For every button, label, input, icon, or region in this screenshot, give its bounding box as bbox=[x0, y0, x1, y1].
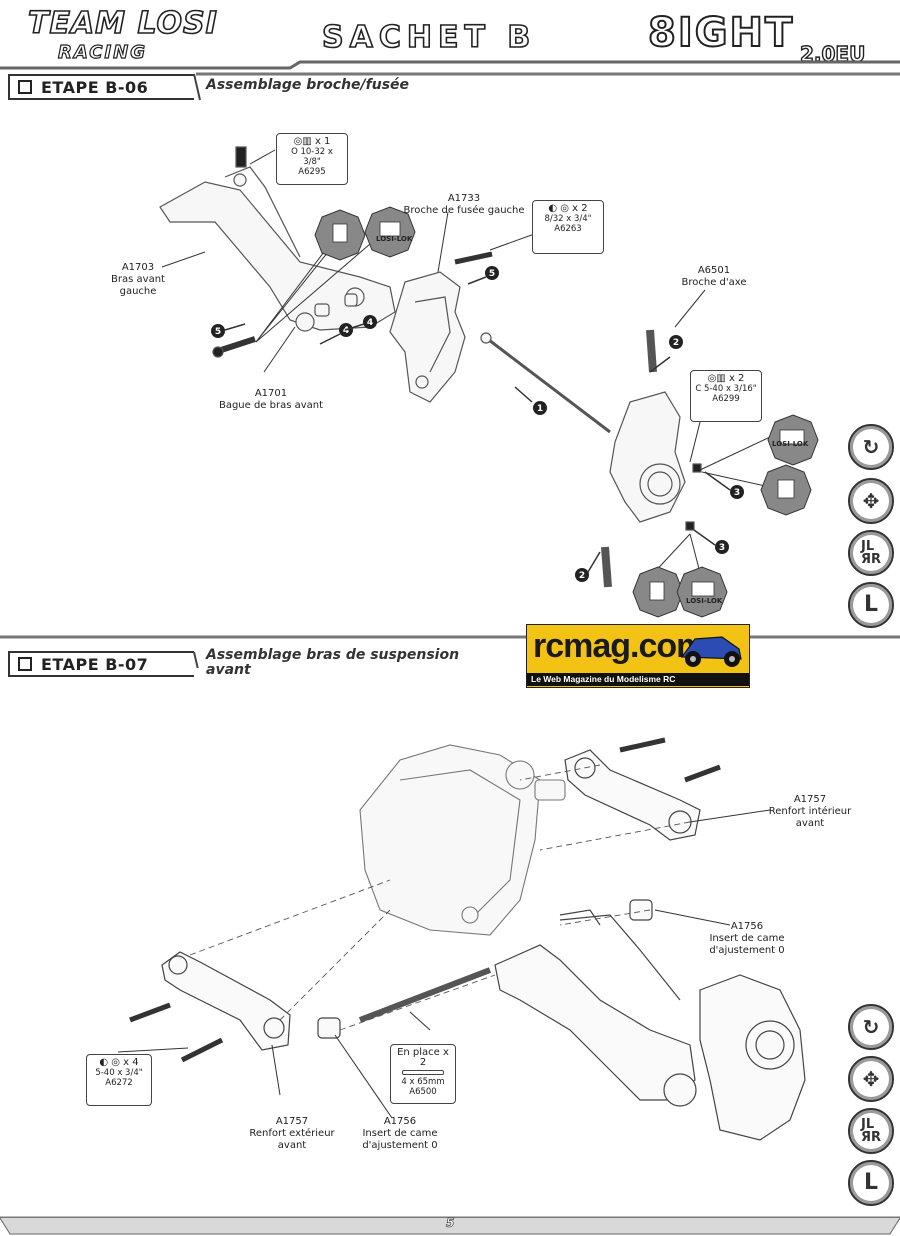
move-icon: ✥ bbox=[848, 1056, 894, 1102]
rcmag-tagline: Le Web Magazine du Modelisme RC bbox=[527, 673, 749, 686]
screw-icon: ◐ ◎ bbox=[99, 1057, 120, 1068]
rcmag-site: rcmag.com bbox=[533, 627, 706, 665]
losi-lok-label: LOSI-LOK bbox=[376, 235, 413, 243]
step-b07-description: Assemblage bras de suspension avant bbox=[206, 647, 460, 678]
step-b06-description: Assemblage broche/fusée bbox=[206, 77, 410, 93]
set-screw-icon: ◎▥ bbox=[707, 373, 726, 384]
footer-bar bbox=[0, 1216, 900, 1235]
left-icon: L bbox=[848, 582, 894, 628]
front-arm-a1703 bbox=[159, 181, 396, 331]
hinge-pin-a6500 bbox=[358, 967, 492, 1023]
label-a1757-outer: A1757 Renfort extérieur avant bbox=[249, 1116, 335, 1151]
pin-icon bbox=[402, 1070, 444, 1075]
hub-carrier bbox=[609, 391, 686, 523]
steering-rod bbox=[484, 335, 611, 434]
team-losi-logo: TEAM LOSI bbox=[27, 5, 218, 42]
cam-insert-right bbox=[629, 899, 653, 921]
eight-logo: 8IGHT bbox=[647, 9, 795, 57]
step-badge-5b: 5 bbox=[215, 327, 221, 337]
checkbox-icon bbox=[18, 657, 32, 671]
hardware-tag-a6500: En place x 2 4 x 65mm A6500 bbox=[390, 1044, 456, 1104]
checkbox-icon bbox=[18, 80, 32, 94]
step-b06-rule bbox=[193, 72, 900, 101]
hardware-tag-a6263: ◐ ◎ x 2 8/32 x 3/4" A6263 bbox=[532, 200, 604, 254]
step-b07-label: ETAPE B-07 bbox=[8, 651, 194, 677]
cam-insert-left bbox=[317, 1017, 341, 1039]
label-a1756-right: A1756 Insert de came d'ajustement 0 bbox=[709, 921, 785, 956]
rotate-icon: ↻ bbox=[848, 1004, 894, 1050]
washer-icon: ◎▥ bbox=[293, 136, 312, 147]
step-b06-label: ETAPE B-06 bbox=[8, 74, 194, 100]
axle-pin-bottom bbox=[601, 546, 612, 588]
step-badge-2: 2 bbox=[673, 338, 679, 348]
step-badge-4b: 4 bbox=[367, 318, 373, 328]
step-b06-title: ETAPE B-06 bbox=[41, 77, 149, 97]
front-gearbox bbox=[359, 744, 541, 936]
rotate-icon: ↻ bbox=[848, 424, 894, 470]
outer-brace-a1757 bbox=[161, 951, 291, 1051]
step-badge-2b: 2 bbox=[579, 571, 585, 581]
left-icon: L bbox=[848, 1160, 894, 1206]
step-badge-4: 4 bbox=[343, 326, 349, 336]
losi-lok-label: LOSI-LOK bbox=[772, 440, 809, 448]
arm-bushing bbox=[314, 303, 330, 317]
hardware-tag-a6272: ◐ ◎ x 4 5-40 x 3/4" A6272 bbox=[86, 1054, 152, 1106]
label-a1703: A1703 Bras avant gauche bbox=[111, 262, 165, 297]
losi-lok-label: LOSI-LOK bbox=[686, 597, 723, 605]
step-badge-3b: 3 bbox=[719, 543, 725, 553]
step-badge-3: 3 bbox=[734, 488, 740, 498]
inner-brace-a1757 bbox=[564, 749, 701, 841]
front-arm bbox=[494, 944, 696, 1101]
rc-car-icon bbox=[680, 636, 742, 667]
label-a1756-left: A1756 Insert de came d'ajustement 0 bbox=[362, 1116, 438, 1151]
label-a6501: A6501 Broche d'axe bbox=[681, 265, 747, 288]
racing-logo: RACING bbox=[57, 41, 147, 63]
label-a1733: A1733 Broche de fusée gauche bbox=[403, 193, 525, 216]
step-b07-rule bbox=[0, 635, 900, 668]
knuckle-assembly-diagram: 1 2 2 3 3 4 4 5 5 bbox=[159, 146, 819, 618]
axle-pin-top bbox=[646, 329, 657, 373]
step-badge-1: 1 bbox=[537, 404, 543, 414]
front-suspension-diagram bbox=[117, 737, 806, 1141]
header-rule bbox=[0, 60, 900, 70]
step-b07-title: ETAPE B-07 bbox=[41, 654, 149, 674]
hardware-tag-a6299: ◎▥ x 2 C 5-40 x 3/16" A6299 bbox=[690, 370, 762, 422]
screw-icon: ◐ ◎ bbox=[548, 203, 569, 214]
move-icon: ✥ bbox=[848, 478, 894, 524]
step-badge-5: 5 bbox=[489, 269, 495, 279]
label-a1701: A1701 Bague de bras avant bbox=[218, 388, 324, 411]
label-a1757-inner: A1757 Renfort intérieur avant bbox=[768, 794, 852, 829]
page-title: SACHET B bbox=[321, 19, 537, 56]
header: TEAM LOSI RACING SACHET B 8IGHT 2.0EU bbox=[0, 0, 900, 72]
rcmag-watermark: rcmag.com Le Web Magazine du Modelisme R… bbox=[526, 624, 750, 688]
hardware-tag-a6295: ◎▥ x 1 O 10-32 x 3/8" A6295 bbox=[276, 133, 348, 185]
page-number: 5 bbox=[446, 1216, 455, 1231]
